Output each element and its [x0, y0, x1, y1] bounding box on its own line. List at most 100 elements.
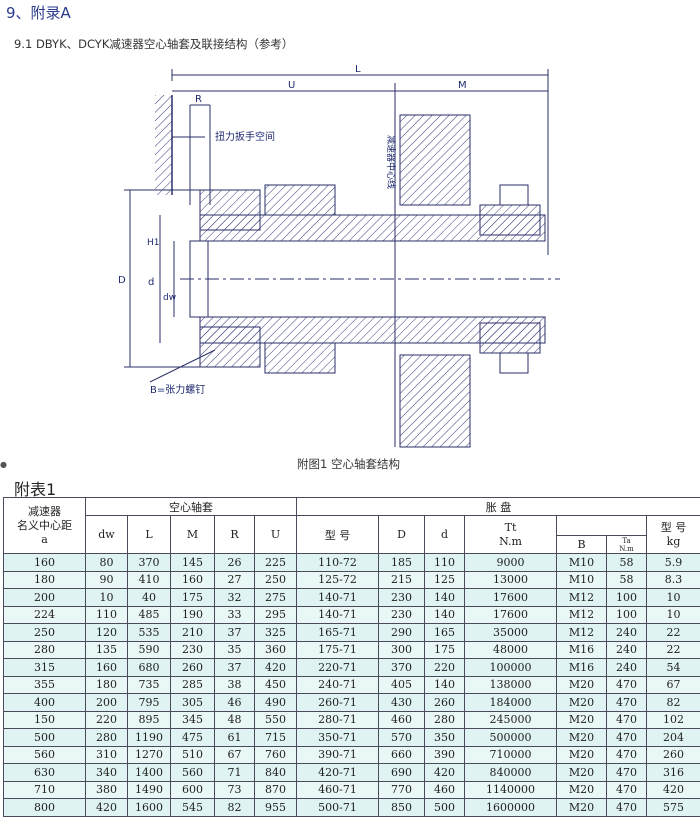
table-cell: 73: [215, 781, 255, 799]
table-cell: 200: [86, 694, 128, 712]
figure-caption: 附图1 空心轴套结构: [297, 456, 400, 472]
table-cell: M20: [557, 746, 607, 764]
table-cell: 67: [215, 746, 255, 764]
table-cell: 400: [4, 694, 86, 712]
table-cell: 100: [607, 589, 647, 607]
table-cell: 140-71: [297, 606, 379, 624]
table-cell: 575: [647, 799, 700, 817]
table-cell: 405: [379, 676, 425, 694]
dim-M: M: [458, 80, 467, 91]
table-cell: 46: [215, 694, 255, 712]
table-cell: 305: [171, 694, 215, 712]
table-cell: 5.9: [647, 554, 700, 572]
table-cell: 40: [128, 589, 171, 607]
section-title: 9、附录A: [6, 2, 71, 23]
table-cell: 125: [425, 571, 465, 589]
table-cell: 260-71: [297, 694, 379, 712]
table-cell: 125-72: [297, 571, 379, 589]
table-cell: 210: [171, 624, 215, 642]
table-cell: 500000: [465, 729, 557, 747]
table-cell: 1490: [128, 781, 171, 799]
table-cell: 37: [215, 624, 255, 642]
header-Tt: Tt N.m: [465, 516, 557, 554]
table-cell: M12: [557, 589, 607, 607]
table-cell: 285: [171, 676, 215, 694]
table-cell: 71: [215, 764, 255, 782]
table-cell: 58: [607, 554, 647, 572]
table-cell: 220-71: [297, 659, 379, 677]
table-cell: 870: [255, 781, 297, 799]
table-cell: 13000: [465, 571, 557, 589]
table-cell: 110-72: [297, 554, 379, 572]
table-cell: 325: [255, 624, 297, 642]
table-cell: 204: [647, 729, 700, 747]
table-cell: 48000: [465, 641, 557, 659]
table-cell: 140: [425, 676, 465, 694]
table-cell: 150: [4, 711, 86, 729]
table-cell: 160: [86, 659, 128, 677]
table-cell: 135: [86, 641, 128, 659]
table-cell: 340: [86, 764, 128, 782]
table-cell: 10: [86, 589, 128, 607]
table-cell: 1270: [128, 746, 171, 764]
table-cell: 280-71: [297, 711, 379, 729]
table-cell: 500: [425, 799, 465, 817]
header-model: 型 号: [297, 516, 379, 554]
table-cell: 760: [255, 746, 297, 764]
table-cell: 230: [171, 641, 215, 659]
header-U: U: [255, 516, 297, 554]
header-Ta: Ta N.m: [607, 536, 647, 554]
table-cell: 102: [647, 711, 700, 729]
table-cell: M20: [557, 711, 607, 729]
reducer-centerline-label: 减速器中心线: [385, 135, 397, 189]
table-cell: 240: [607, 659, 647, 677]
table-cell: 350: [425, 729, 465, 747]
table-cell: 630: [4, 764, 86, 782]
table-cell: 560: [171, 764, 215, 782]
table-cell: 460-71: [297, 781, 379, 799]
table-cell: 420: [425, 764, 465, 782]
table-cell: 475: [171, 729, 215, 747]
table-cell: 100: [607, 606, 647, 624]
table-cell: 200: [4, 589, 86, 607]
table-cell: 37: [215, 659, 255, 677]
table-cell: 420: [647, 781, 700, 799]
table-cell: 290: [379, 624, 425, 642]
header-d: d: [425, 516, 465, 554]
table-cell: 225: [255, 554, 297, 572]
table-cell: 770: [379, 781, 425, 799]
table-cell: 370: [128, 554, 171, 572]
wrench-space-label: 扭力扳手空间: [215, 130, 275, 143]
table-cell: 260: [171, 659, 215, 677]
header-R: R: [215, 516, 255, 554]
table-cell: 550: [255, 711, 297, 729]
table-cell: 895: [128, 711, 171, 729]
table-cell: 260: [425, 694, 465, 712]
table-cell: 420-71: [297, 764, 379, 782]
table-cell: 38: [215, 676, 255, 694]
table-cell: 10: [647, 589, 700, 607]
table-cell: M12: [557, 606, 607, 624]
table-cell: 355: [4, 676, 86, 694]
table-cell: 345: [171, 711, 215, 729]
table-cell: 470: [607, 764, 647, 782]
table-cell: 180: [4, 571, 86, 589]
table-cell: 460: [379, 711, 425, 729]
table-cell: 350-71: [297, 729, 379, 747]
table-cell: 17600: [465, 606, 557, 624]
table-cell: 470: [607, 711, 647, 729]
table-cell: 490: [255, 694, 297, 712]
table-cell: M16: [557, 641, 607, 659]
table-cell: 240: [607, 624, 647, 642]
table-cell: 90: [86, 571, 128, 589]
table-cell: 140-71: [297, 589, 379, 607]
spec-table: 减速器 名义中心距 a 空心轴套 胀 盘 dw L M R U 型 号 D d …: [3, 497, 700, 817]
table-cell: 300: [379, 641, 425, 659]
